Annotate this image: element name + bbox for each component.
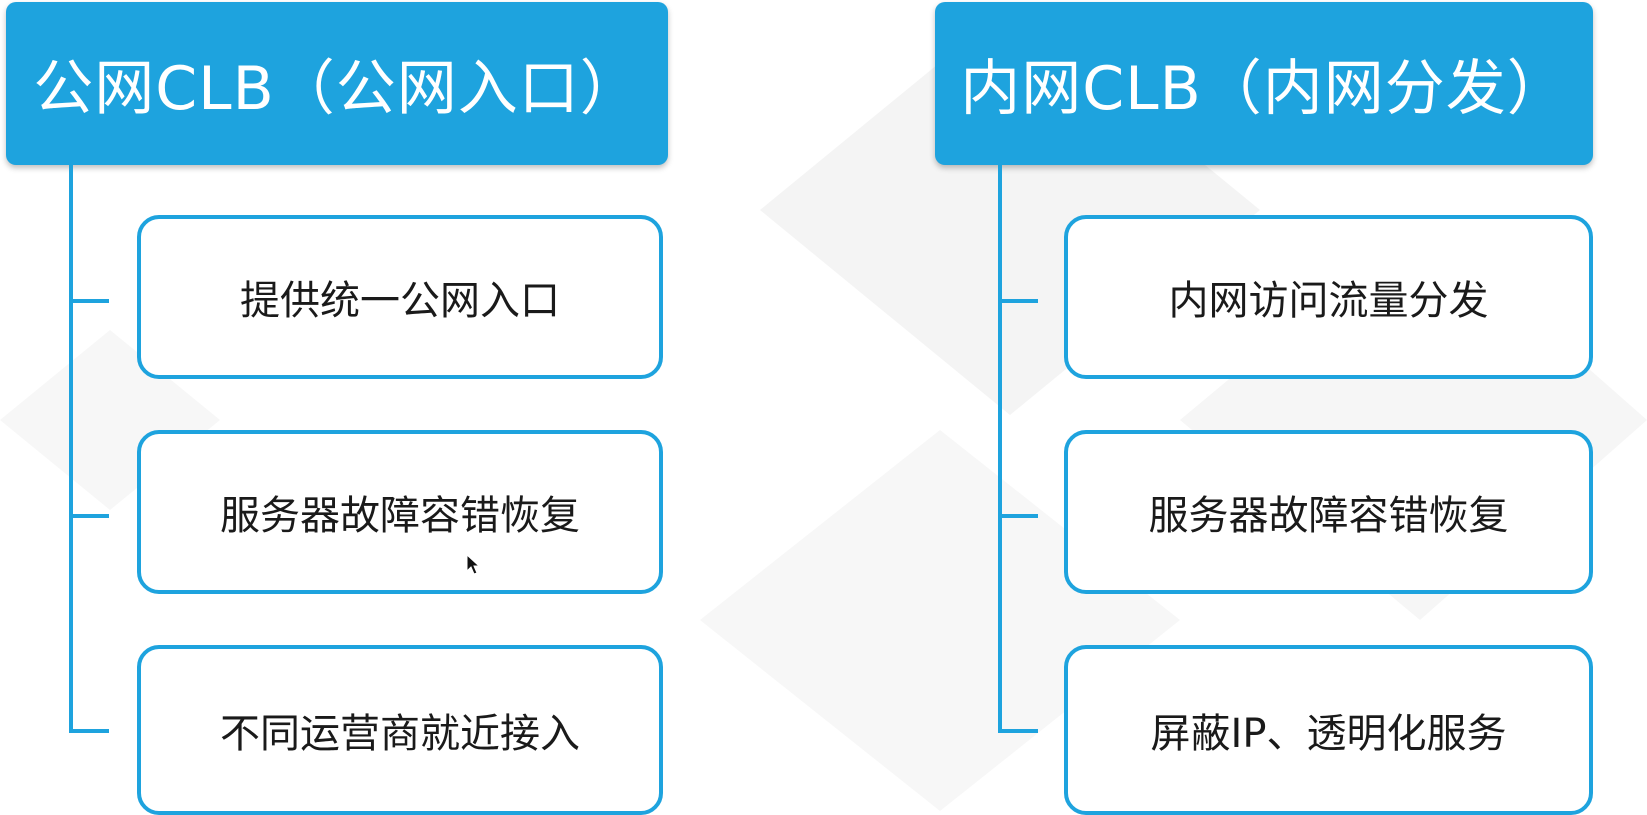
mouse-cursor-icon <box>466 554 480 575</box>
tree-branch-line <box>998 514 1038 518</box>
tree-trunk-line <box>69 165 73 731</box>
tree-branch-line <box>69 514 109 518</box>
tree-trunk-line <box>998 165 1002 731</box>
feature-box-internal-traffic: 内网访问流量分发 <box>1064 215 1593 379</box>
public-clb-group: 公网CLB（公网入口） 提供统一公网入口 服务器故障容错恢复 不同运营商就近接入 <box>6 0 686 815</box>
tree-branch-line <box>69 729 109 733</box>
feature-box-unified-public-entry: 提供统一公网入口 <box>137 215 663 379</box>
private-clb-group: 内网CLB（内网分发） 内网访问流量分发 服务器故障容错恢复 屏蔽IP、透明化服… <box>935 0 1615 815</box>
feature-box-fault-tolerance: 服务器故障容错恢复 <box>1064 430 1593 594</box>
feature-box-fault-tolerance: 服务器故障容错恢复 <box>137 430 663 594</box>
tree-branch-line <box>69 299 109 303</box>
feature-box-carrier-access: 不同运营商就近接入 <box>137 645 663 815</box>
private-clb-header: 内网CLB（内网分发） <box>935 2 1593 165</box>
public-clb-header: 公网CLB（公网入口） <box>6 2 668 165</box>
feature-box-ip-masking: 屏蔽IP、透明化服务 <box>1064 645 1593 815</box>
tree-branch-line <box>998 299 1038 303</box>
tree-branch-line <box>998 729 1038 733</box>
